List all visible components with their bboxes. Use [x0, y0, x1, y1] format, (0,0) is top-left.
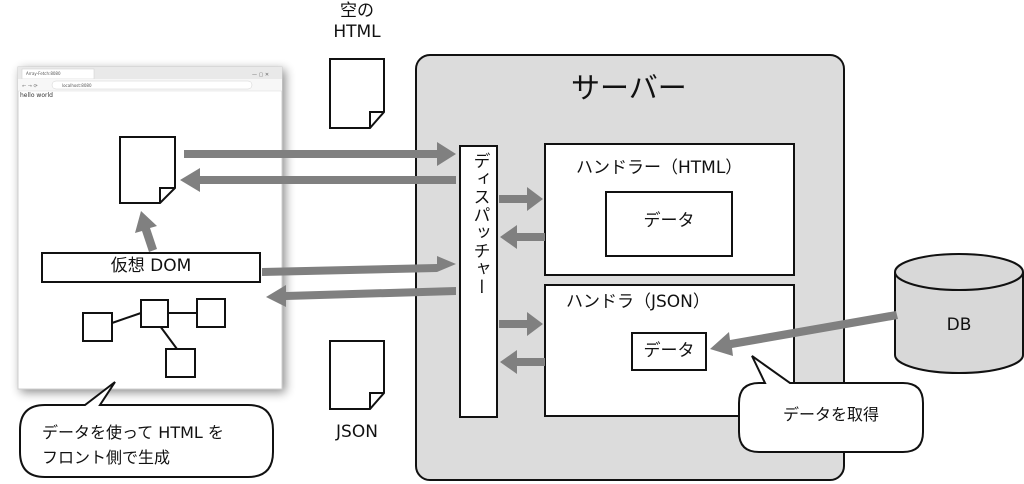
browser-document-icon [119, 136, 176, 204]
db-cylinder-icon [894, 253, 1024, 374]
arrow-handler-html-to-dispatcher [500, 225, 545, 249]
json-label: JSON [336, 422, 378, 442]
virtual-dom-box [41, 252, 261, 283]
browser-page-text: hello world [20, 92, 53, 99]
window-controls-icon[interactable]: — ▢ ✕ [252, 72, 269, 78]
arrow-browser-to-dispatcher-top [184, 142, 456, 166]
browser-tab-title: Array-Fetch:8080 [26, 71, 61, 76]
arrow-dispatcher-to-vdom [266, 285, 456, 307]
callout-front-line2: フロント側で生成 [42, 448, 171, 467]
empty-html-document-icon [329, 58, 385, 129]
server-title: サーバー [571, 71, 687, 105]
callout-front-line1: データを使って HTML を [42, 423, 224, 442]
arrow-dispatcher-to-browser-top [180, 168, 456, 192]
handler-html-label: ハンドラー（HTML） [576, 158, 743, 178]
json-document-icon [329, 340, 385, 410]
arrow-vdom-to-document [135, 211, 157, 252]
empty-html-label-line1: 空の [340, 1, 374, 21]
address-bar[interactable] [51, 80, 253, 90]
dispatcher-box [459, 145, 498, 418]
virtual-dom-label: 仮想 DOM [110, 256, 192, 276]
callout-fetch-text: データを取得 [782, 405, 879, 424]
browser-address-text: localhost:8080 [62, 83, 92, 88]
handler-json-data-label: データ [643, 341, 695, 361]
callout-front-text: データを使って HTML を フロント側で生成 [42, 420, 224, 470]
arrow-vdom-to-dispatcher [262, 256, 456, 276]
dom-tree-icon [82, 298, 226, 378]
arrow-handler-json-to-dispatcher [500, 350, 545, 374]
empty-html-label-line2: HTML [333, 22, 381, 42]
db-label: DB [946, 315, 972, 335]
handler-html-data-label: データ [643, 211, 695, 231]
arrow-dispatcher-to-handler-json [499, 312, 543, 336]
empty-html-label: 空の HTML [315, 1, 399, 43]
arrow-db-to-data [710, 311, 898, 356]
handler-json-data-box [631, 332, 707, 371]
handler-json-label: ハンドラ（JSON） [566, 292, 710, 312]
nav-buttons-icon[interactable]: ← → ⟳ [22, 84, 39, 90]
dispatcher-label: ディスパッチャー [469, 152, 490, 296]
arrow-dispatcher-to-handler-html [499, 187, 543, 211]
callout-fetch-bubble [738, 355, 924, 453]
handler-html-data-box [605, 191, 733, 257]
callout-front-bubble [19, 381, 274, 478]
